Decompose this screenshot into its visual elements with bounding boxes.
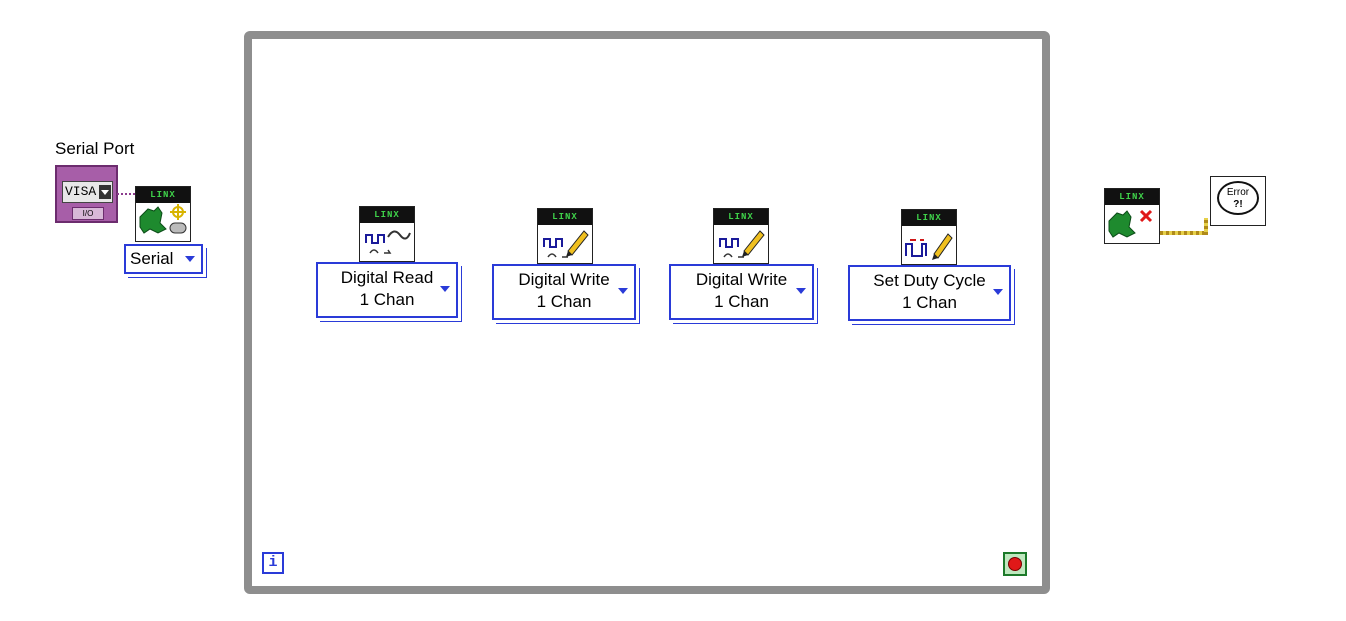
selector-line1: Digital Write [518,270,610,289]
selector-line2: 1 Chan [902,293,957,312]
chevron-down-icon [993,289,1003,295]
linx-close-icon[interactable]: LINX [1104,188,1160,244]
digital-write-icon[interactable]: LINX [713,208,769,264]
linx-header: LINX [902,210,956,226]
selector-line1: Digital Write [695,270,788,289]
digital-write-icon[interactable]: LINX [537,208,593,264]
selector-line2: 1 Chan [536,292,592,311]
linx-header: LINX [1105,189,1159,205]
iteration-terminal[interactable]: i [262,552,284,574]
pwm-duty-cycle-icon[interactable]: LINX [901,209,957,265]
selector-line1: Set Duty Cycle [873,271,986,290]
chevron-down-icon [185,256,195,262]
linx-header: LINX [714,209,768,225]
error-wire [1160,231,1208,235]
visa-wire [117,193,139,198]
error-bubble: Error ?! [1217,181,1259,215]
error-wire-vertical [1204,218,1208,235]
serial-port-control[interactable]: VISA I/O [55,165,118,223]
digital-read-icon[interactable]: LINX [359,206,415,262]
chevron-down-icon [440,286,450,292]
selector-line1: Digital Read [340,268,434,287]
error-text: Error [1226,187,1250,198]
digital-write-selector-2[interactable]: Digital Write 1 Chan [669,264,814,320]
linx-header: LINX [136,187,190,203]
serial-port-label: Serial Port [55,139,135,158]
interface-type-selector[interactable]: Serial [124,244,203,274]
error-indicator-icon[interactable]: Error ?! [1210,176,1266,226]
set-duty-cycle-selector[interactable]: Set Duty Cycle 1 Chan [848,265,1011,321]
error-symbol: ?! [1233,199,1243,210]
digital-read-selector[interactable]: Digital Read 1 Chan [316,262,458,318]
selector-line2: 1 Chan [714,292,769,311]
chevron-down-icon [796,288,806,294]
linx-header: LINX [360,207,414,223]
linx-open-icon[interactable]: LINX [135,186,191,242]
visa-io-badge: I/O [72,207,104,220]
interface-type-text: Serial [130,249,174,268]
linx-header: LINX [538,209,592,225]
visa-resource-field[interactable]: VISA [62,181,113,203]
stop-button-icon[interactable] [1003,552,1027,576]
chevron-down-icon [618,288,628,294]
digital-write-selector-1[interactable]: Digital Write 1 Chan [492,264,636,320]
selector-line2: 1 Chan [359,290,415,309]
visa-dropdown-icon[interactable] [99,185,111,199]
visa-text: VISA [65,184,97,199]
